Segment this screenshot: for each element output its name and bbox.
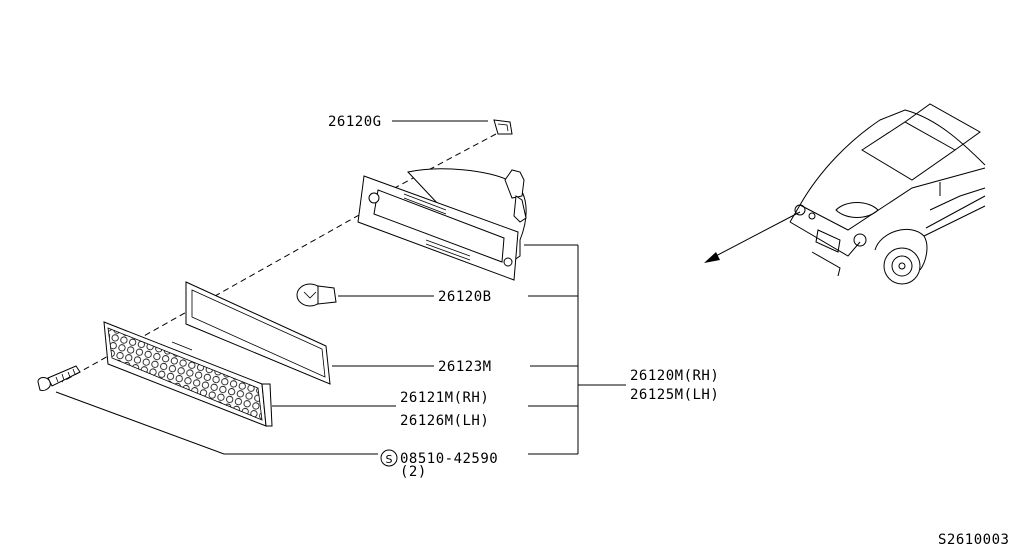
lens-part xyxy=(103,321,273,427)
drawing-number: S2610003 xyxy=(938,532,1009,548)
leader-screw xyxy=(55,391,378,455)
clip-part xyxy=(493,119,513,135)
lamp-housing xyxy=(357,168,527,281)
label-clip: 26120G xyxy=(328,114,382,130)
label-lens-rh: 26121M(RH) xyxy=(400,390,489,406)
bulb-part xyxy=(296,283,337,307)
label-assembly-lh: 26125M(LH) xyxy=(630,387,719,403)
label-screw: 08510-42590 xyxy=(400,451,498,467)
label-gasket: 26123M xyxy=(438,359,492,375)
screw-part xyxy=(37,365,81,391)
assembly-line-upper xyxy=(371,133,497,201)
gasket-part xyxy=(185,281,331,385)
label-assembly-rh: 26120M(RH) xyxy=(630,368,719,384)
vehicle-locator xyxy=(789,103,986,285)
label-bulb: 26120B xyxy=(438,289,492,305)
label-screw-qty: (2) xyxy=(400,464,427,480)
locator-arrow-line xyxy=(711,211,801,259)
locator-arrow-head xyxy=(704,252,720,263)
screw-symbol: S xyxy=(386,453,393,466)
screw-symbol-circle xyxy=(380,449,398,467)
label-lens-lh: 26126M(LH) xyxy=(400,413,489,429)
